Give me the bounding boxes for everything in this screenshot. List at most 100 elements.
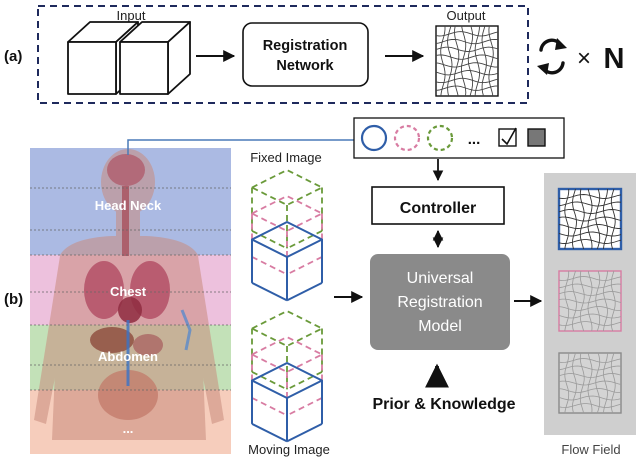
panel-a-label: (a): [4, 48, 22, 65]
grid-line: [558, 306, 622, 311]
grid-line: [435, 31, 499, 37]
body-atlas: Head Neck Chest Abdomen ...: [30, 148, 231, 454]
model-label-line1: Universal: [407, 270, 474, 287]
grid-line: [610, 270, 616, 332]
grid-line: [595, 352, 601, 414]
grid-line: [610, 352, 616, 414]
grid-line: [558, 395, 622, 401]
model-label-line2: Registration: [397, 294, 482, 311]
token-blue-circle: [360, 124, 388, 152]
network-label-line2: Network: [276, 58, 334, 74]
grid-line: [603, 270, 608, 332]
refresh-cycle-icon: [537, 38, 567, 75]
grid-line: [435, 62, 499, 68]
controller-box: [371, 186, 505, 225]
grid-line: [440, 26, 446, 97]
grid-line: [558, 209, 622, 214]
prior-knowledge-label: Prior & Knowledge: [372, 396, 515, 413]
stomach-icon: [133, 334, 163, 356]
moving-image-label: Moving Image: [248, 442, 330, 457]
grid-line: [572, 352, 577, 414]
grid-line: [558, 231, 622, 237]
grid-line: [558, 216, 622, 222]
grid-line: [435, 85, 499, 91]
flow-field-pink: [558, 270, 622, 332]
universal-registration-model-box: [370, 254, 510, 350]
heart-icon: [118, 297, 142, 323]
grid-line: [435, 38, 499, 45]
grid-line: [447, 25, 453, 97]
moving-cube-pink: [251, 336, 323, 417]
token-green-circle: [426, 124, 454, 152]
grid-line: [435, 54, 499, 60]
grid-line: [474, 25, 480, 97]
grid-line: [558, 403, 622, 408]
checkbox-icon: [498, 127, 517, 147]
registration-network-box: [242, 22, 369, 87]
output-label: Output: [446, 8, 485, 23]
grid-line: [579, 188, 585, 250]
grid-line: [435, 70, 499, 76]
grid-line: [558, 365, 622, 371]
region-label-chest: Chest: [110, 284, 147, 299]
filled-square-icon: [527, 128, 546, 147]
grid-line: [558, 201, 622, 207]
moving-cube-green: [251, 310, 323, 391]
task-token-bar: ...: [353, 117, 565, 159]
output-deformation-grid: [435, 25, 499, 97]
organs: [84, 154, 192, 420]
fixed-cube-green: [251, 169, 323, 250]
grid-line: [572, 270, 577, 332]
grid-line: [564, 271, 570, 332]
repeat-n: N: [604, 43, 625, 75]
network-label-line1: Registration: [263, 38, 348, 54]
grid-line: [587, 188, 593, 250]
input-label: Input: [117, 8, 146, 23]
intestine-icon: [98, 370, 158, 420]
grid-line: [558, 283, 622, 289]
grid-line: [435, 46, 499, 52]
grid-line: [454, 25, 460, 97]
model-label-line3: Model: [418, 318, 462, 335]
fixed-cube-pink: [251, 195, 323, 276]
grid-line: [603, 188, 608, 250]
token-pink-circle: [393, 124, 421, 152]
liver-icon: [90, 327, 134, 353]
grid-line: [460, 25, 467, 97]
left-lung-icon: [84, 261, 124, 319]
input-cube-front: [119, 21, 191, 95]
grid-line: [558, 388, 622, 393]
grid-line: [587, 270, 593, 332]
grid-line: [564, 353, 570, 414]
panel-b-label: (b): [4, 291, 23, 308]
moving-image-stack: [251, 310, 323, 443]
grid-line: [467, 25, 474, 97]
controller-label: Controller: [400, 200, 476, 217]
grid-line: [435, 77, 499, 84]
grid-line: [595, 188, 601, 250]
grid-line: [579, 270, 585, 332]
grid-line: [558, 298, 622, 304]
region-to-token-connector: [127, 139, 355, 155]
grid-line: [481, 25, 487, 97]
brain-icon: [107, 154, 145, 186]
grid-line: [558, 321, 622, 326]
flow-field-gray: [558, 352, 622, 414]
grid-line: [610, 188, 616, 250]
grid-line: [558, 313, 622, 319]
fixed-cube-blue: [251, 221, 323, 302]
arm-vessel-icon: [180, 309, 192, 351]
grid-line: [558, 224, 622, 229]
grid-line: [579, 352, 585, 414]
region-separators: [30, 187, 231, 391]
grid-line: [603, 352, 608, 414]
token-ellipsis: ...: [468, 131, 481, 148]
fixed-image-stack: [251, 169, 323, 302]
grid-line: [558, 239, 622, 244]
moving-cube-blue: [251, 362, 323, 443]
grid-line: [558, 380, 622, 386]
grid-line: [564, 189, 570, 250]
region-label-more: ...: [123, 421, 134, 436]
grid-line: [595, 270, 601, 332]
